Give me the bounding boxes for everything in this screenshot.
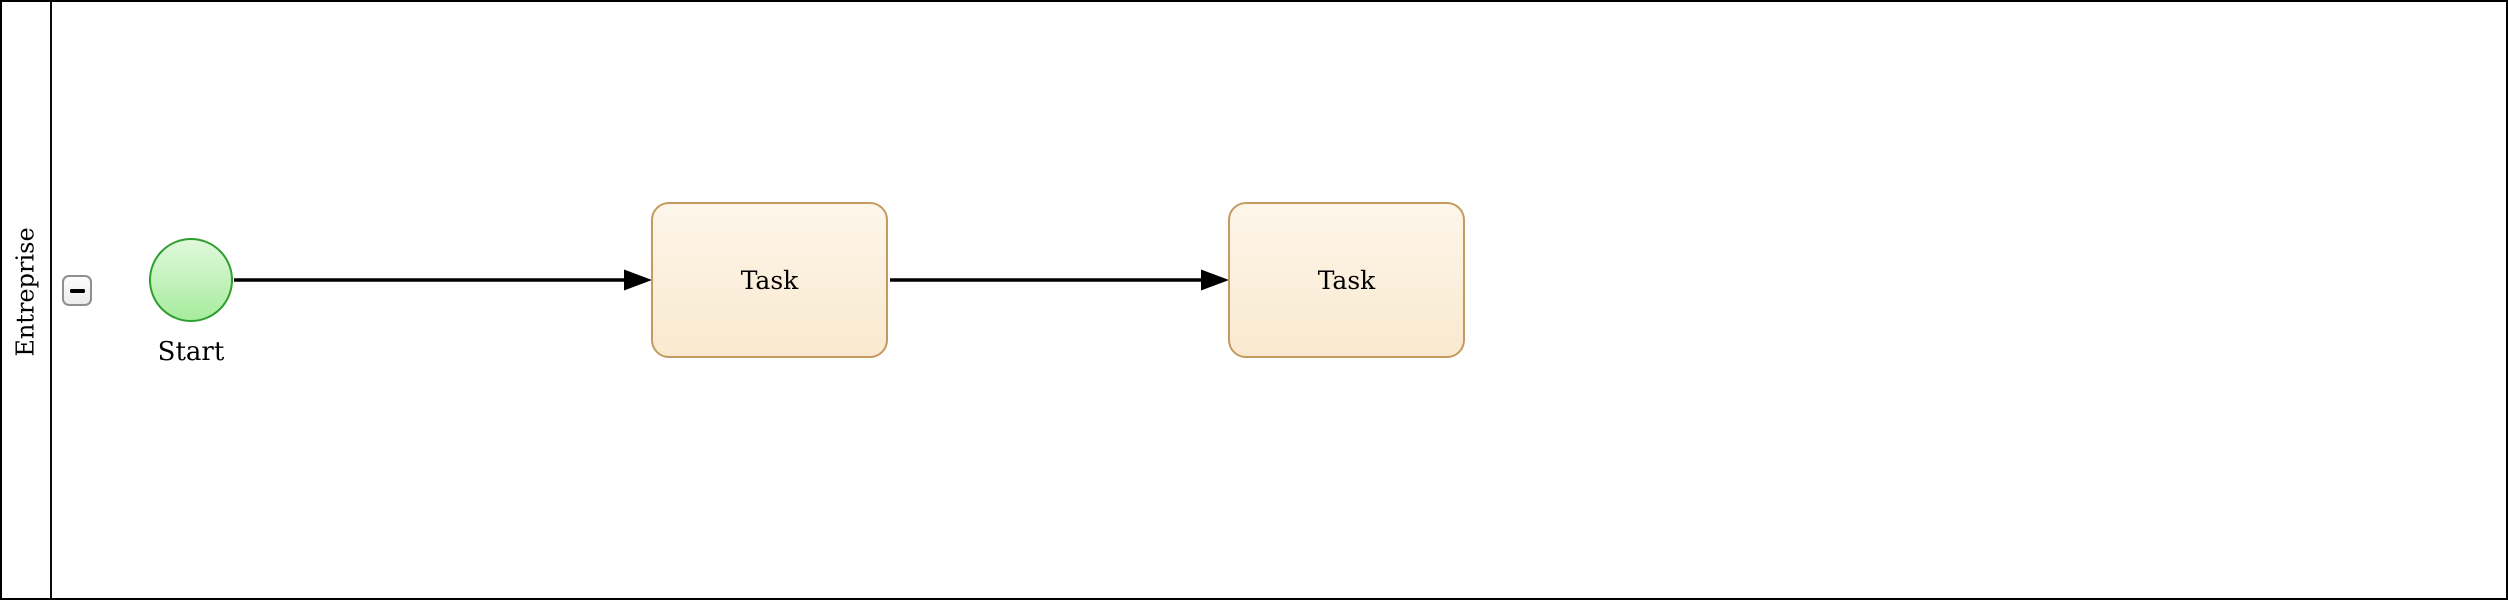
pool-label: Entreprise (11, 227, 40, 357)
lane-header-divider (50, 0, 52, 600)
task-2[interactable]: Task (1228, 202, 1465, 358)
minus-icon (69, 288, 85, 293)
start-event-label: Start (157, 337, 225, 367)
start-event[interactable] (149, 238, 233, 322)
pool-header[interactable]: Entreprise (0, 0, 51, 600)
task-1-label: Task (740, 265, 799, 295)
pool-collapse-button[interactable] (62, 275, 92, 306)
task-2-label: Task (1317, 265, 1376, 295)
task-1[interactable]: Task (651, 202, 888, 358)
